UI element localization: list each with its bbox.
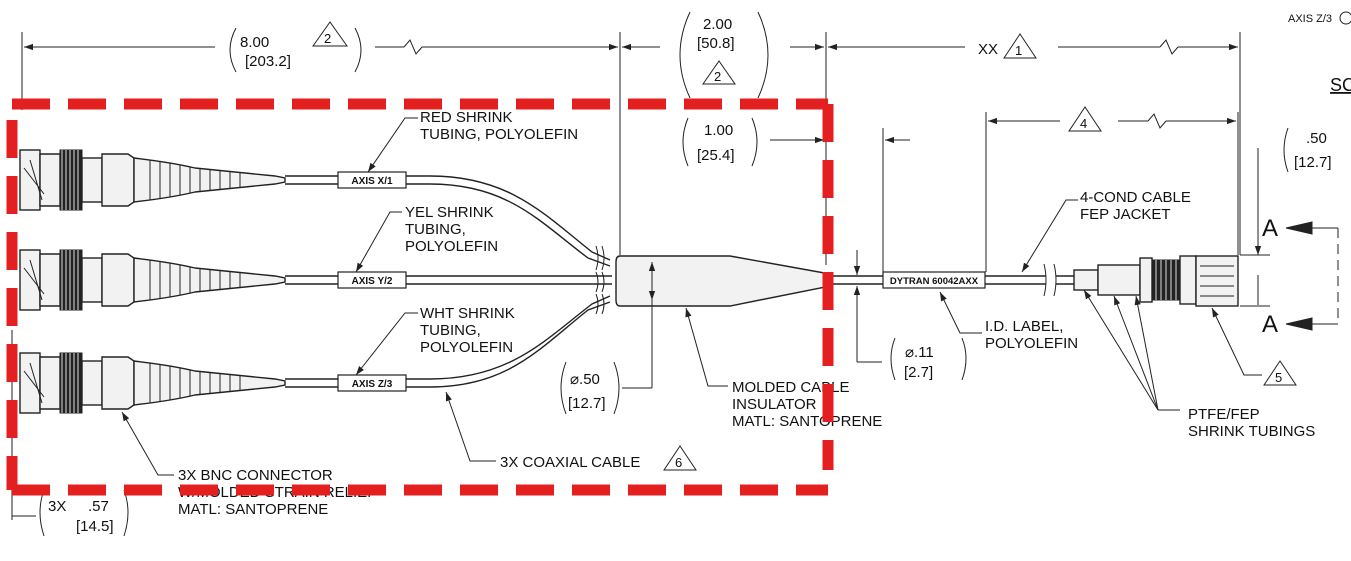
bnc-connector-y	[19, 249, 286, 311]
four-cond-cable: DYTRAN 60042AXX	[830, 263, 1080, 297]
section-letter-top: A	[1262, 215, 1278, 242]
dim-cable-dia-in: ⌀.11	[905, 344, 934, 361]
red-highlight-box	[6, 98, 834, 496]
top-dimension-lines	[21, 32, 1241, 265]
dim-8-00-mm: [203.2]	[245, 53, 291, 70]
molded-insulator	[615, 255, 831, 389]
tag-axis-z-text: AXIS Z/3	[352, 379, 393, 390]
label-coax: 3X COAXIAL CABLE 6	[445, 391, 697, 471]
dim-1-00-in: 1.00	[704, 122, 733, 139]
note-1: 1	[1015, 43, 1022, 58]
label-red-shrink: RED SHRINK TUBING, POLYOLEFIN	[367, 109, 578, 173]
molded-l3: MATL: SANTOPRENE	[732, 413, 882, 430]
sc-partial: SC	[1330, 75, 1351, 95]
dim-cable-dia: ⌀.11 [2.7]	[853, 250, 967, 381]
partial-top-right: AXIS Z/3 SC	[1288, 11, 1351, 95]
dim-1-00: 1.00 [25.4]	[682, 117, 910, 272]
note-5: 5	[1275, 370, 1282, 385]
dim-cable-dia-mm: [2.7]	[904, 364, 933, 381]
tag-axis-y-text: AXIS Y/2	[352, 276, 393, 287]
note-4: 4	[1080, 116, 1087, 131]
id-label-l1: I.D. LABEL,	[985, 318, 1063, 335]
wht-shrink-l1: WHT SHRINK	[420, 305, 515, 322]
dim-2-00: 2.00 [50.8] 2	[679, 11, 769, 99]
tag-id-text: DYTRAN 60042AXX	[890, 276, 979, 287]
molded-l1: MOLDED CABLE	[732, 379, 850, 396]
bnc-l3: MATL: SANTOPRENE	[178, 501, 328, 518]
label-molded: MOLDED CABLE INSULATOR MATL: SANTOPRENE	[685, 307, 882, 430]
right-connector	[1073, 255, 1239, 307]
bnc-l1: 3X BNC CONNECTOR	[178, 467, 333, 484]
molded-l2: INSULATOR	[732, 396, 817, 413]
dim-bnc-prefix: 3X	[48, 498, 66, 515]
id-label-l2: POLYOLEFIN	[985, 335, 1078, 352]
label-yel-shrink: YEL SHRINK TUBING, POLYOLEFIN	[355, 204, 498, 273]
yel-shrink-l3: POLYOLEFIN	[405, 238, 498, 255]
tag-axis-x-text: AXIS X/1	[351, 176, 393, 187]
dim-4: 4	[985, 106, 1239, 272]
red-shrink-l2: TUBING, POLYOLEFIN	[420, 126, 578, 143]
four-cond-l1: 4-COND CABLE	[1080, 189, 1191, 206]
dim-xx-text: XX	[978, 41, 998, 58]
ptfe-l1: PTFE/FEP	[1188, 406, 1260, 423]
dim-insulator-dia: ⌀.50 [12.7]	[560, 361, 620, 415]
label-4-cond: 4-COND CABLE FEP JACKET	[1021, 189, 1191, 273]
note-2-b: 2	[714, 69, 721, 84]
dim-conn-height: .50 [12.7]	[1240, 127, 1332, 307]
section-letter-bottom: A	[1262, 311, 1278, 338]
wht-shrink-l3: POLYOLEFIN	[420, 339, 513, 356]
note-2-a: 2	[324, 31, 331, 46]
yel-shrink-l1: YEL SHRINK	[405, 204, 494, 221]
dim-bnc-mm: [14.5]	[76, 518, 114, 535]
tag-axis-y: AXIS Y/2	[337, 271, 407, 289]
note-6: 6	[675, 455, 682, 470]
tag-axis-x: AXIS X/1	[337, 171, 407, 189]
axis-z3-partial: AXIS Z/3	[1288, 13, 1332, 25]
dim-conn-in: .50	[1306, 130, 1327, 147]
dim-ins-dia-mm: [12.7]	[568, 395, 606, 412]
label-wht-shrink: WHT SHRINK TUBING, POLYOLEFIN	[355, 305, 515, 376]
red-shrink-l1: RED SHRINK	[420, 109, 513, 126]
dim-conn-mm: [12.7]	[1294, 154, 1332, 171]
coax-text: 3X COAXIAL CABLE	[500, 454, 640, 471]
tag-axis-z: AXIS Z/3	[337, 374, 407, 392]
label-note-5: 5	[1211, 307, 1297, 386]
yel-shrink-l2: TUBING,	[405, 221, 466, 238]
label-bnc: 3X BNC CONNECTOR W/MOLDED STRAIN RELIEF …	[121, 411, 376, 518]
wht-shrink-l2: TUBING,	[420, 322, 481, 339]
dim-8-00: 8.00 [203.2] 2	[229, 21, 362, 73]
dim-xx: XX 1	[978, 33, 1037, 59]
dim-bnc-in: .57	[88, 498, 109, 515]
dim-2-00-in: 2.00	[703, 16, 732, 33]
bnc-connector-z	[19, 352, 286, 414]
four-cond-l2: FEP JACKET	[1080, 206, 1171, 223]
ptfe-l2: SHRINK TUBINGS	[1188, 423, 1315, 440]
label-id: I.D. LABEL, POLYOLEFIN	[939, 291, 1078, 352]
dim-ins-dia-in: ⌀.50	[570, 371, 600, 388]
dim-2-00-mm: [50.8]	[697, 35, 735, 52]
bnc-connector-x	[19, 149, 286, 211]
dim-1-00-mm: [25.4]	[697, 147, 735, 164]
section-a-a: A A	[1262, 215, 1339, 338]
label-ptfe: PTFE/FEP SHRINK TUBINGS	[1083, 289, 1315, 440]
dim-8-00-in: 8.00	[240, 34, 269, 51]
coax-cables	[285, 175, 612, 388]
